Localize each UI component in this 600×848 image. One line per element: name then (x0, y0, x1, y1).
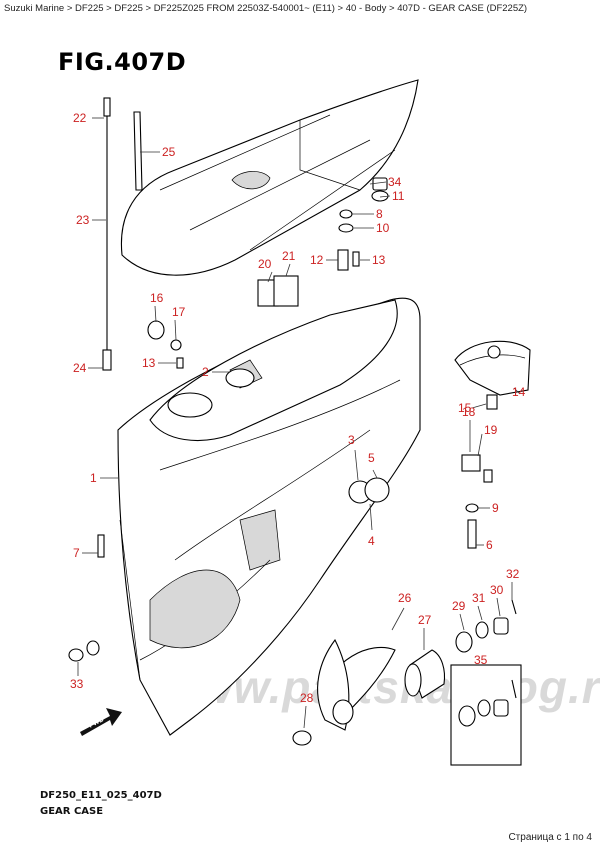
callout-34: 34 (388, 175, 402, 189)
breadcrumb[interactable]: Suzuki Marine > DF225 > DF225 > DF225Z02… (4, 3, 528, 14)
callout-32: 32 (506, 567, 520, 581)
callout-23: 23 (76, 213, 90, 227)
callout-13b: 13 (372, 253, 386, 267)
callout-28: 28 (300, 691, 314, 705)
callout-12: 12 (310, 253, 324, 267)
diagram-caption: GEAR CASE (40, 806, 104, 817)
callout-15: 15 (458, 401, 472, 415)
callout-26: 26 (398, 591, 412, 605)
diagram-code: DF250_E11_025_407D (40, 790, 162, 801)
callout-24: 24 (73, 361, 87, 375)
callout-35: 35 (474, 653, 488, 667)
callout-30: 30 (490, 583, 504, 597)
page-info: Страница с 1 по 4 (508, 832, 592, 843)
callout-5: 5 (368, 451, 375, 465)
callout-29: 29 (452, 599, 466, 613)
small-parts (68, 177, 498, 662)
callout-7: 7 (73, 546, 80, 560)
callout-9: 9 (492, 501, 499, 515)
callout-2: 2 (202, 365, 209, 379)
callout-3: 3 (348, 433, 355, 447)
gear-case-housing (117, 297, 421, 736)
callout-33: 33 (70, 677, 84, 691)
callout-31: 31 (472, 591, 486, 605)
callout-17: 17 (172, 305, 186, 319)
callout-22: 22 (73, 111, 87, 125)
callout-10: 10 (376, 221, 390, 235)
callout-4: 4 (368, 534, 375, 548)
callout-21: 21 (282, 249, 296, 263)
top-cover (120, 79, 419, 276)
callout-18: 18 (462, 405, 476, 419)
callouts: 22 25 23 24 16 17 13 2 1 7 33 20 21 12 1… (70, 111, 526, 705)
rod-parts (102, 97, 143, 371)
callout-11: 11 (392, 189, 405, 203)
fwd-arrow-icon: FWD (80, 708, 122, 736)
callout-25: 25 (162, 145, 176, 159)
callout-20: 20 (258, 257, 272, 271)
callout-1: 1 (90, 471, 97, 485)
callout-27: 27 (418, 613, 432, 627)
callout-8: 8 (376, 207, 383, 221)
callout-16: 16 (150, 291, 164, 305)
callout-6: 6 (486, 538, 493, 552)
anode-fin (454, 340, 531, 396)
callout-14: 14 (512, 385, 526, 399)
propeller-parts (292, 599, 522, 766)
leader-lines (77, 117, 521, 729)
callout-19: 19 (484, 423, 498, 437)
figure-title: FIG.407D (58, 48, 187, 76)
callout-13a: 13 (142, 356, 156, 370)
